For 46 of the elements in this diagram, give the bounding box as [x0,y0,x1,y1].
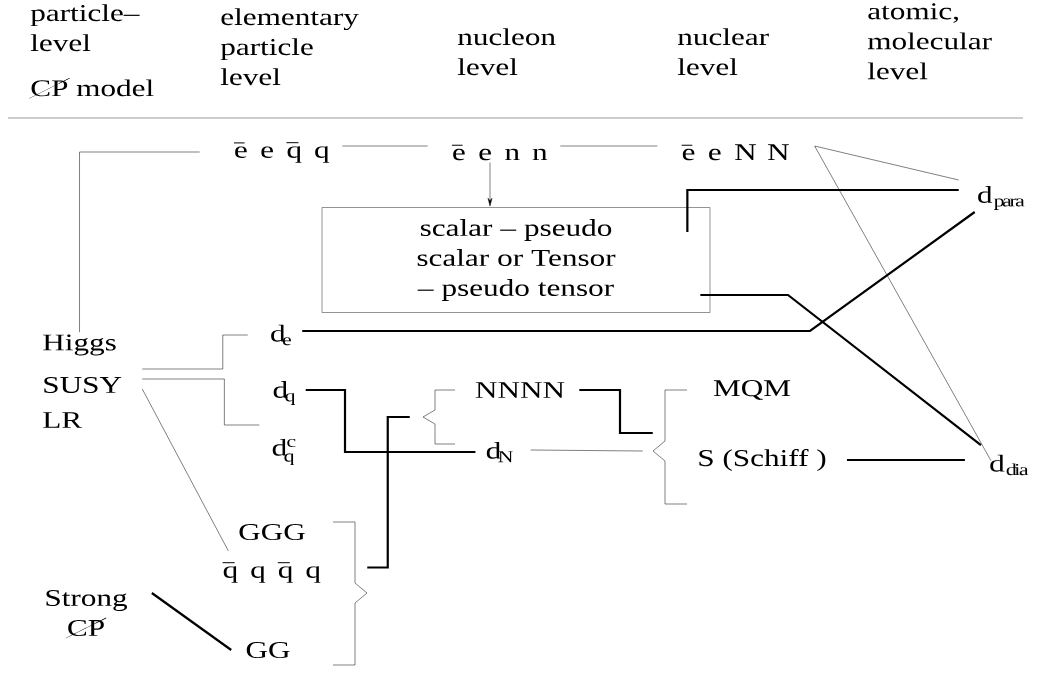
term-label: NNNN [475,382,565,398]
term-label: Higgs [43,334,116,356]
term-label: GGG [239,523,305,541]
level-heading: elementary particle level [220,8,359,86]
connector-line [814,145,992,461]
connector-line [579,388,653,435]
math-term: $\mathrm{d}_{\mathrm{q}}$ [273,381,296,405]
connector-line [814,145,959,181]
connector-line [142,334,248,370]
math-term: $\overline{\mathrm{e}}\ \ \mathrm{e}\ \ \overline{\mathrm{q}}\ \ \mathrm{q}$ [233,142,330,163]
connector-line [700,293,982,446]
math-term: $\overline{\mathrm{e}}\ \ \mathrm{e}\ \ \mathrm{N}\ \ \mathrm{N}$ [681,144,789,161]
math-term: $\overline{\mathrm{e}}\ \ \mathrm{e}\ \ \mathrm{n}\ \ \mathrm{n}$ [451,145,548,161]
term-label: SUSY [44,376,122,394]
interaction-box: scalar – pseudo scalar or Tensor – pseudo tensor [321,207,711,313]
term-label: GG [246,641,290,659]
term-label: MQM [713,380,791,400]
level-heading: nuclear level [677,28,769,76]
math-term: $\mathrm{d}_{\;\mathrm{para}}$ [978,186,1025,210]
connector-line [560,145,658,147]
connector-line [530,449,643,452]
math-term: $\mathrm{d}_{\mathrm{e}}$ [271,324,291,346]
level-heading: atomic, molecular level [867,3,992,80]
brace [422,389,456,445]
term-label: S (Schiff ) [699,449,826,471]
level-heading: nucleon level [457,28,556,76]
connector-line [142,388,229,552]
math-term: $\mathrm{d}_{\mathrm{N}}$ [486,441,513,463]
connector-line [342,145,428,147]
connector-line [79,151,200,333]
math-term: $\overline{\mathrm{q}}\ \ \mathrm{q}\ \ \overline{\mathrm{q}}\ \ \mathrm{q}$ [222,562,321,583]
connector-line [305,388,476,454]
term-label: Strong $\cancel{\text{CP}}$ [46,589,127,639]
connector-line [151,592,232,651]
term-label: LR [43,412,83,428]
connector-line [367,415,410,569]
math-term: $\mathrm{d}^{\,\mathrm{c}}_{\mathrm{q}}$ [272,438,296,466]
connector-line [302,211,976,333]
connector-line [142,378,260,426]
math-term: $\mathrm{d}_{\;\mathrm{dia}}$ [990,454,1029,476]
level-heading: $\cancel{\text{CP}}\ \text{model}$ [29,78,154,99]
arrow [487,162,493,207]
connector-line [846,458,965,462]
level-heading: particle– level [30,4,140,52]
brace [652,389,688,505]
brace [332,521,368,666]
